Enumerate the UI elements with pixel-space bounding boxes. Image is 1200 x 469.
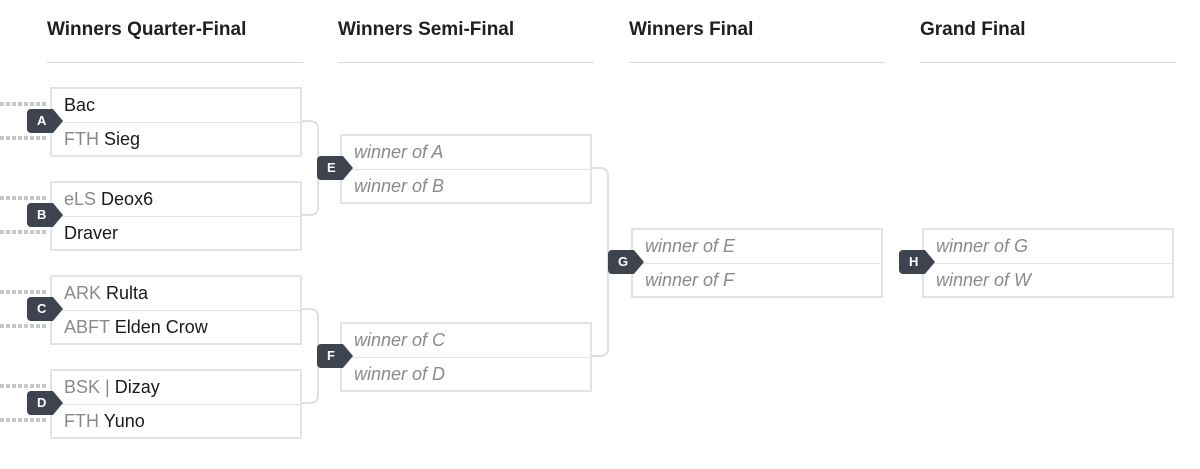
slot-placeholder[interactable]: winner of C bbox=[354, 330, 446, 350]
player-slot[interactable]: ARK Rulta bbox=[52, 277, 300, 310]
player-name: Sieg bbox=[104, 129, 141, 149]
player-slot[interactable]: Bac bbox=[52, 89, 300, 122]
match-f[interactable]: winner of C winner of D bbox=[340, 322, 592, 392]
bracket-connector bbox=[592, 167, 609, 357]
player-team-tag: FTH bbox=[64, 129, 99, 149]
slot-divider bbox=[52, 122, 300, 123]
player-team-tag: ABFT bbox=[64, 317, 110, 337]
player-name: Draver bbox=[64, 223, 119, 243]
bracket-connector bbox=[302, 120, 319, 216]
match-h[interactable]: winner of G winner of W bbox=[922, 228, 1174, 298]
bracket-connector bbox=[302, 308, 319, 404]
player-slot[interactable]: eLS Deox6 bbox=[52, 183, 300, 216]
player-name: Yuno bbox=[103, 411, 145, 431]
slot-placeholder[interactable]: winner of F bbox=[645, 270, 735, 290]
player-team-tag: BSK | bbox=[64, 377, 110, 397]
round-divider bbox=[629, 62, 885, 63]
slot-divider bbox=[342, 357, 590, 358]
round-title-semi-final: Winners Semi-Final bbox=[338, 19, 515, 40]
player-name: Deox6 bbox=[101, 189, 154, 209]
player-team-tag: FTH bbox=[64, 411, 99, 431]
player-slot[interactable]: BSK | Dizay bbox=[52, 371, 300, 404]
slot-divider bbox=[924, 263, 1172, 264]
player-slot[interactable]: FTH Yuno bbox=[52, 405, 300, 438]
slot-divider bbox=[52, 216, 300, 217]
round-title-grand-final: Grand Final bbox=[920, 19, 1026, 40]
player-slot[interactable]: Draver bbox=[52, 217, 300, 250]
slot-divider bbox=[52, 310, 300, 311]
player-team-tag: ARK bbox=[64, 283, 102, 303]
slot-placeholder[interactable]: winner of W bbox=[936, 270, 1032, 290]
player-name: Bac bbox=[64, 95, 96, 115]
slot-placeholder[interactable]: winner of E bbox=[645, 236, 736, 256]
player-name: Elden Crow bbox=[114, 317, 208, 337]
slot-placeholder[interactable]: winner of B bbox=[354, 176, 445, 196]
player-slot[interactable]: ABFT Elden Crow bbox=[52, 311, 300, 344]
player-name: Rulta bbox=[106, 283, 149, 303]
player-name: Dizay bbox=[114, 377, 160, 397]
slot-divider bbox=[633, 263, 881, 264]
slot-divider bbox=[342, 169, 590, 170]
match-g[interactable]: winner of E winner of F bbox=[631, 228, 883, 298]
slot-divider bbox=[52, 404, 300, 405]
match-e[interactable]: winner of A winner of B bbox=[340, 134, 592, 204]
round-divider bbox=[920, 62, 1176, 63]
player-slot[interactable]: FTH Sieg bbox=[52, 123, 300, 156]
slot-placeholder[interactable]: winner of G bbox=[936, 236, 1029, 256]
slot-placeholder[interactable]: winner of A bbox=[354, 142, 444, 162]
round-title-winners-final: Winners Final bbox=[629, 19, 754, 40]
round-divider bbox=[338, 62, 594, 63]
player-team-tag: eLS bbox=[64, 189, 97, 209]
round-title-quarter-final: Winners Quarter-Final bbox=[47, 19, 247, 40]
round-divider bbox=[47, 62, 303, 63]
slot-placeholder[interactable]: winner of D bbox=[354, 364, 446, 384]
